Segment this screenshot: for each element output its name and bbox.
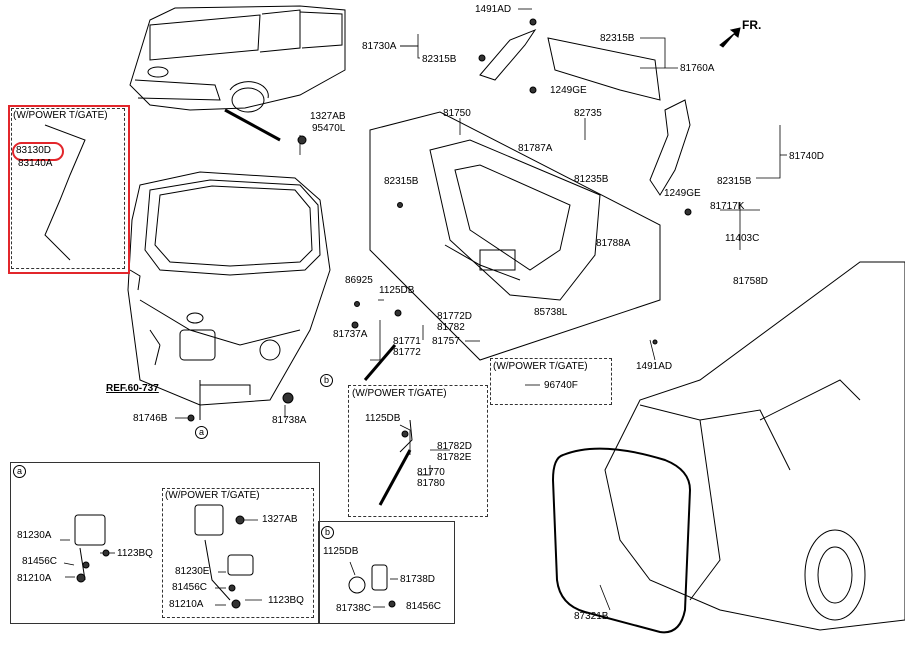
part-label: 81746B — [133, 413, 168, 424]
part-label: 1125DB — [365, 413, 401, 424]
detail-b-marker: b — [321, 526, 334, 539]
front-arrow-icon — [719, 27, 741, 48]
tailgate-illustration — [127, 171, 331, 420]
highlight-box — [8, 105, 130, 274]
part-label: 1249GE — [550, 85, 587, 96]
hinge-illustration — [348, 564, 388, 594]
part-label: 81738A — [272, 415, 307, 426]
part-label: 1249GE — [664, 188, 701, 199]
part-label: 81456C — [406, 601, 442, 612]
part-label: 1125DB — [379, 285, 415, 296]
part-label: 83140A — [18, 158, 53, 169]
part-label: 81772 — [393, 347, 421, 358]
part-label: 81210A — [169, 599, 204, 610]
part-label: 81750 — [443, 108, 471, 119]
part-label: 81740D — [789, 151, 825, 162]
spoiler-illustration — [479, 28, 691, 196]
part-label: 81770 — [417, 467, 445, 478]
part-label: 81772D — [437, 311, 473, 322]
latch-illustration — [74, 504, 254, 601]
part-label: 81230A — [17, 530, 52, 541]
fastener-icons — [76, 18, 692, 609]
part-label: 1327AB — [310, 111, 346, 122]
part-label: 81738D — [400, 574, 436, 585]
part-label: 81717K — [710, 201, 745, 212]
part-label: 82315B — [600, 33, 635, 44]
part-label: 82315B — [422, 54, 457, 65]
power-tailgate-option-box-3 — [348, 385, 488, 517]
part-label: 81456C — [22, 556, 58, 567]
leader-lines — [60, 8, 787, 611]
part-label: 11403C — [725, 233, 760, 244]
part-label: 82315B — [717, 176, 752, 187]
part-label: 81787A — [518, 143, 553, 154]
part-label: 82315B — [384, 176, 419, 187]
callout-a: a — [195, 426, 208, 439]
part-label: 1123BQ — [268, 595, 304, 606]
part-label: 81760A — [680, 63, 715, 74]
part-label: 95470L — [312, 123, 346, 134]
part-label: 1125DB — [323, 546, 359, 557]
callout-b: b — [320, 374, 333, 387]
part-label: 81788A — [596, 238, 631, 249]
highlight-oval — [12, 142, 64, 161]
part-label: 81782E — [437, 452, 472, 463]
part-label: 87321B — [574, 611, 609, 622]
part-label: 81780 — [417, 478, 445, 489]
part-label: 1123BQ — [117, 548, 153, 559]
part-label: 81758D — [733, 276, 769, 287]
part-label: 1491AD — [475, 4, 512, 15]
part-label: 81757 — [432, 336, 460, 347]
part-label: 81730A — [362, 41, 397, 52]
part-label: 81782 — [437, 322, 465, 333]
part-label: 81771 — [393, 336, 421, 347]
vehicle-rear-top-illustration — [129, 5, 346, 142]
part-label: 83130D — [16, 145, 52, 156]
option-label-1: (W/POWER T/GATE) — [13, 110, 108, 121]
part-label: 96740F — [544, 380, 578, 391]
ref-label: REF.60-737 — [106, 383, 159, 394]
part-label: 1491AD — [636, 361, 673, 372]
vehicle-rear-opening-illustration — [551, 261, 905, 634]
part-label: 81235B — [574, 174, 609, 185]
detail-box-b — [318, 521, 455, 624]
detail-box-a — [10, 462, 320, 624]
part-label: 81230E — [175, 566, 210, 577]
tailgate-trim-illustration — [369, 111, 661, 361]
part-label: 81737A — [333, 329, 368, 340]
power-tailgate-option-box-2 — [490, 358, 612, 405]
part-label: 81738C — [336, 603, 372, 614]
power-tailgate-option-box-1 — [11, 108, 125, 269]
part-label: 85738L — [534, 307, 568, 318]
power-tailgate-option-box-4 — [162, 488, 314, 618]
part-label: 86925 — [345, 275, 373, 286]
front-direction-label: FR. — [742, 18, 762, 32]
option-label-2: (W/POWER T/GATE) — [493, 361, 588, 372]
part-label: 81210A — [17, 573, 52, 584]
detail-a-marker: a — [13, 465, 26, 478]
part-label: 81782D — [437, 441, 473, 452]
strut-illustration — [44, 124, 413, 506]
option-label-4: (W/POWER T/GATE) — [165, 490, 260, 501]
part-label: 1327AB — [262, 514, 298, 525]
part-label: 82735 — [574, 108, 602, 119]
option-label-3: (W/POWER T/GATE) — [352, 388, 447, 399]
part-label: 81456C — [172, 582, 208, 593]
